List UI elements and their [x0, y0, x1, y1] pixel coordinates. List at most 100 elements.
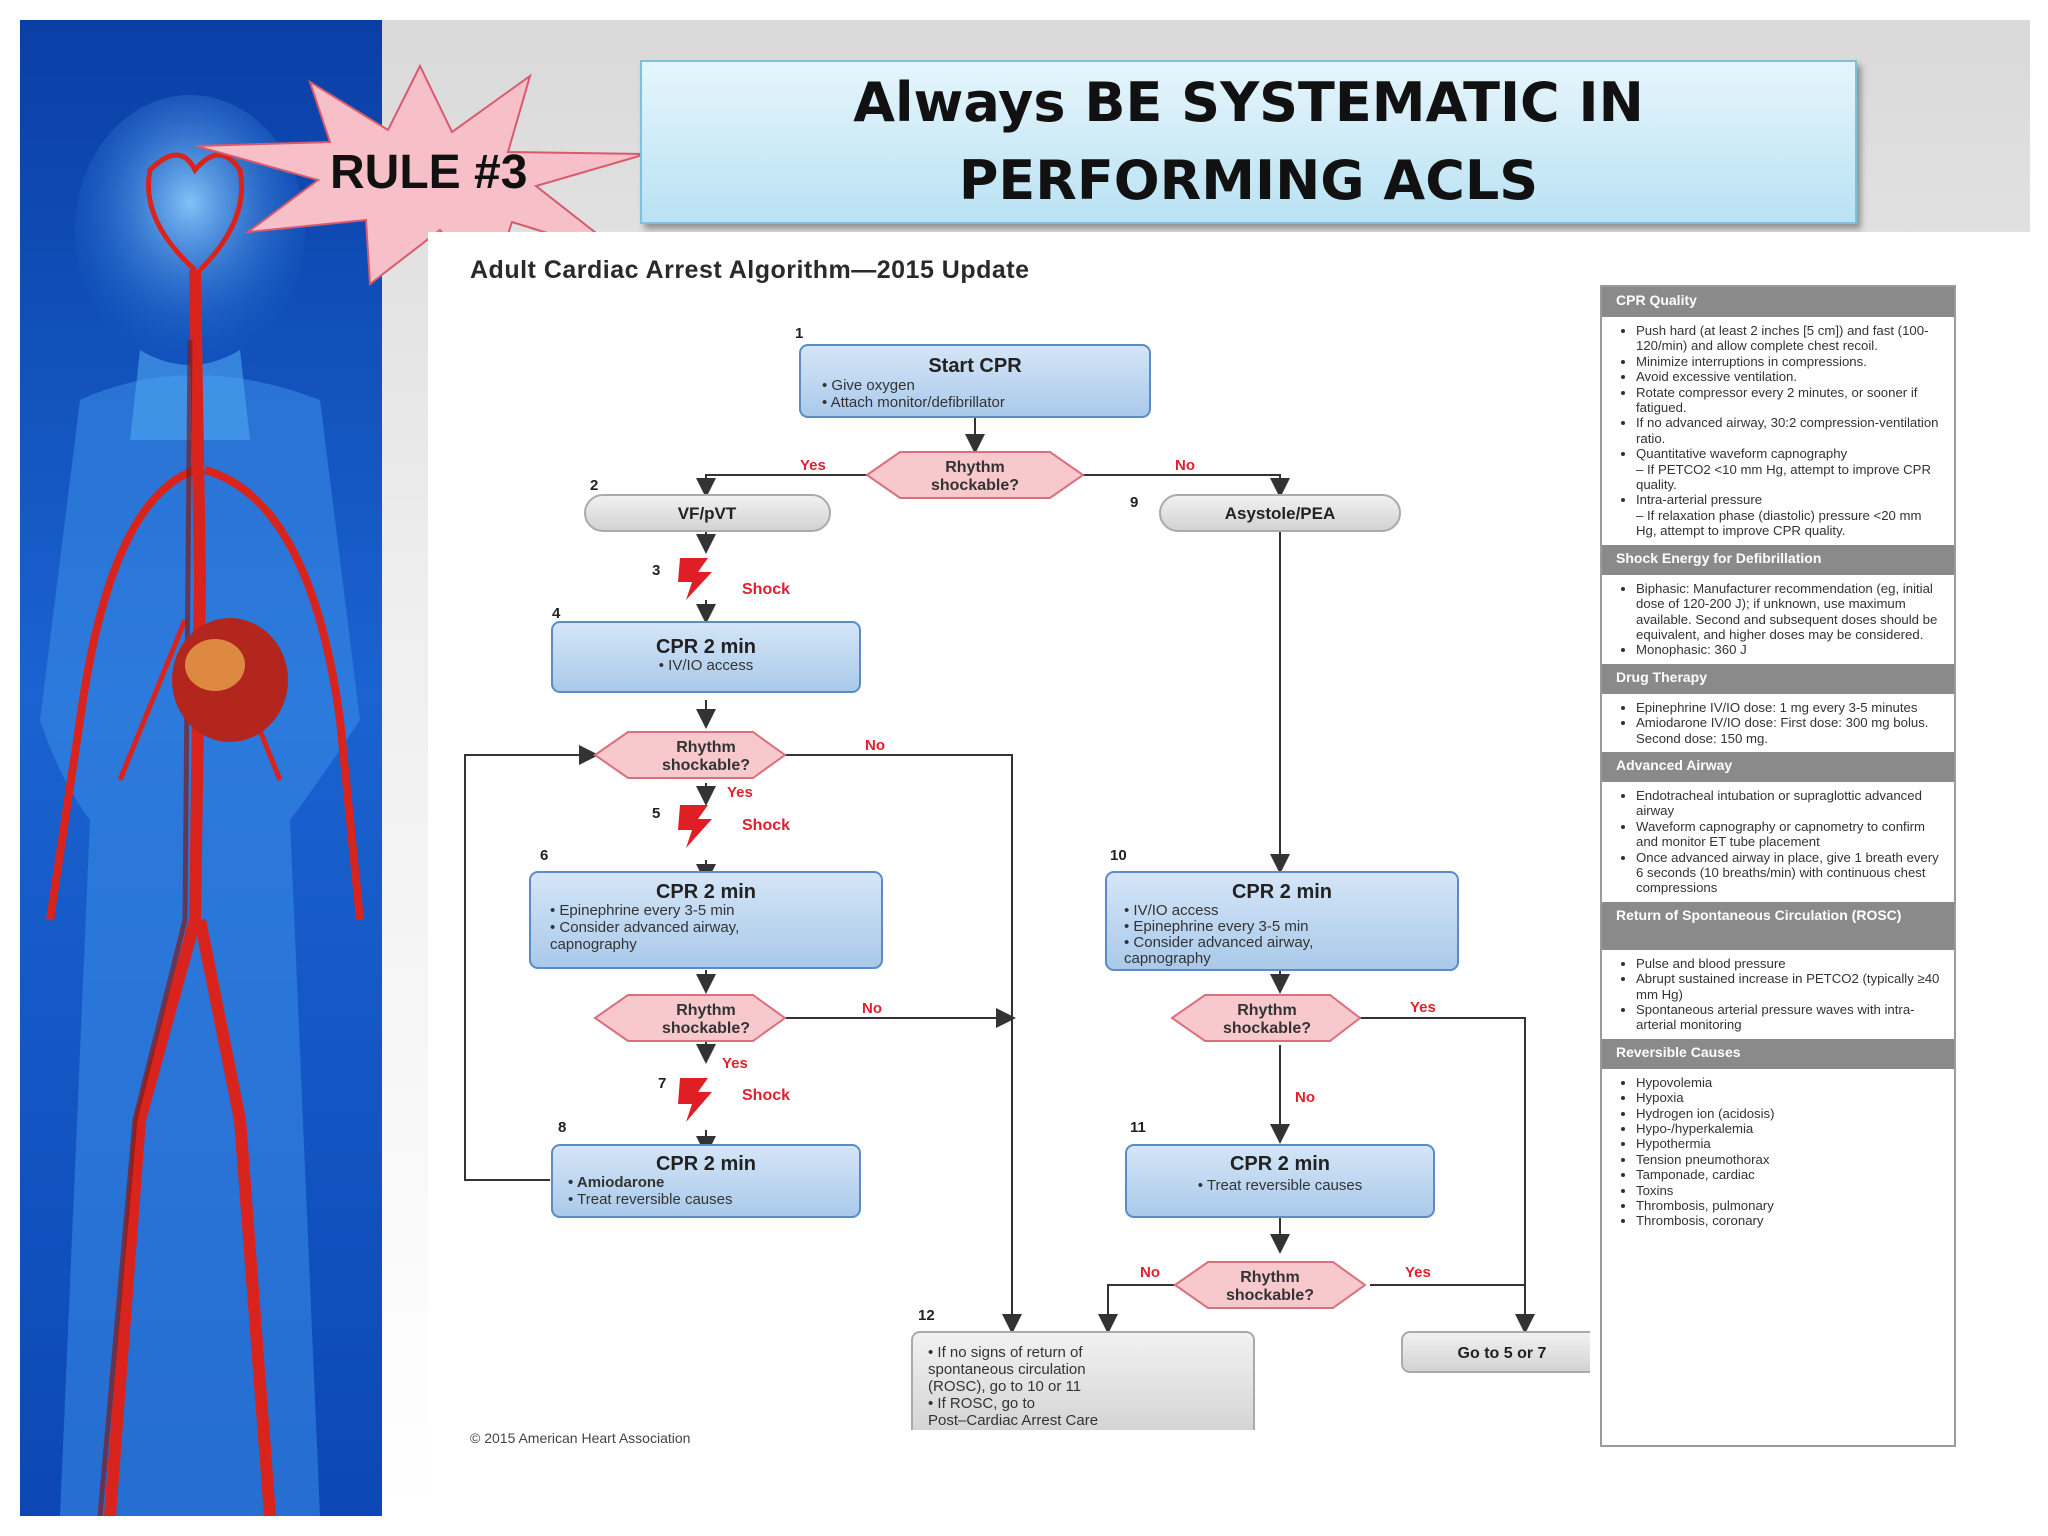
cpr-box-8: CPR 2 min • Amiodarone • Treat reversibl…	[551, 1144, 861, 1218]
decision-rhythm-3: Rhythm shockable?	[593, 994, 787, 1042]
outcome-line: • If no signs of return of	[928, 1344, 1083, 1361]
algorithm-title: Adult Cardiac Arrest Algorithm—2015 Upda…	[470, 256, 1030, 284]
list-item: Hypothermia	[1636, 1136, 1942, 1151]
yes-label: Yes	[1405, 1264, 1431, 1281]
circulatory-figure-graphic	[40, 95, 364, 1516]
outcome-line: Post–Cardiac Arrest Care	[928, 1412, 1098, 1429]
no-label: No	[1295, 1089, 1315, 1106]
cpr-title: CPR 2 min	[1232, 881, 1332, 903]
cpr-line: • Consider advanced airway,	[550, 919, 739, 936]
asystole-pea-label: Asystole/PEA	[1225, 504, 1336, 523]
list-item: If no advanced airway, 30:2 compression-…	[1636, 415, 1942, 446]
list-item: Epinephrine IV/IO dose: 1 mg every 3-5 m…	[1636, 700, 1942, 715]
step-8: 8	[558, 1119, 566, 1136]
section-header: Advanced Airway	[1602, 751, 1954, 782]
decision-label: Rhythm	[676, 739, 736, 756]
list-subitem: – If relaxation phase (diastolic) pressu…	[1636, 507, 1922, 539]
start-cpr-title: Start CPR	[928, 355, 1022, 377]
section-header: Drug Therapy	[1602, 663, 1954, 694]
algorithm-flowchart: 1 2 3 4 5 6 7 8 9 10 11 12 Start CPR • G…	[464, 325, 1590, 1430]
decision-label: shockable?	[931, 477, 1019, 494]
cpr-box-11: CPR 2 min • Treat reversible causes	[1125, 1144, 1435, 1218]
list-item: Hypovolemia	[1636, 1075, 1942, 1090]
decision-label: Rhythm	[1240, 1269, 1300, 1286]
yes-label: Yes	[1410, 999, 1436, 1016]
flow-connectors	[464, 417, 1535, 1334]
outcome-line: (ROSC), go to 10 or 11	[928, 1378, 1081, 1395]
section-header: Return of Spontaneous Circulation (ROSC)	[1602, 901, 1954, 950]
list-subitem: – If PETCO2 <10 mm Hg, attempt to improv…	[1636, 461, 1931, 493]
list-item: Biphasic: Manufacturer recommendation (e…	[1636, 581, 1942, 643]
shock-label: Shock	[742, 581, 790, 598]
decision-label: Rhythm	[676, 1002, 736, 1019]
slide-title: Always BE SYSTEMATIC IN PERFORMING ACLS	[853, 71, 1644, 212]
start-cpr-line: • Attach monitor/defibrillator	[822, 394, 1005, 411]
step-4: 4	[552, 605, 561, 622]
decision-label: Rhythm	[1237, 1002, 1297, 1019]
list-item: Hydrogen ion (acidosis)	[1636, 1106, 1942, 1121]
decision-label: shockable?	[662, 757, 750, 774]
list-item: Minimize interruptions in compressions.	[1636, 354, 1942, 369]
start-cpr-line: • Give oxygen	[822, 377, 915, 394]
title-box: Always BE SYSTEMATIC IN PERFORMING ACLS	[640, 60, 1857, 224]
list-item: Pulse and blood pressure	[1636, 956, 1942, 971]
section-header: CPR Quality	[1602, 287, 1954, 317]
list-item: Avoid excessive ventilation.	[1636, 369, 1942, 384]
decision-label: Rhythm	[945, 459, 1005, 476]
list-item: Tamponade, cardiac	[1636, 1167, 1942, 1182]
vf-pvt-label: VF/pVT	[678, 504, 737, 523]
no-label: No	[1175, 457, 1195, 474]
step-2: 2	[590, 477, 598, 494]
goto-label: Go to 5 or 7	[1458, 1345, 1547, 1362]
drug-therapy-section: Epinephrine IV/IO dose: 1 mg every 3-5 m…	[1602, 694, 1954, 752]
yes-label: Yes	[800, 457, 826, 474]
step-numbers: 1 2 3 4 5 6 7 8 9 10 11 12	[540, 325, 1146, 1324]
list-item: Toxins	[1636, 1183, 1942, 1198]
cpr-line: • IV/IO access	[659, 657, 753, 674]
starburst-shape	[195, 63, 647, 290]
reversible-causes-section: Hypovolemia Hypoxia Hydrogen ion (acidos…	[1602, 1069, 1954, 1235]
reference-panel: CPR Quality Push hard (at least 2 inches…	[1600, 285, 1956, 1447]
cpr-line: • Epinephrine every 3-5 min	[1124, 918, 1309, 935]
copyright-note: © 2015 American Heart Association	[470, 1430, 691, 1446]
section-header: Reversible Causes	[1602, 1038, 1954, 1069]
cpr-box-10: CPR 2 min • IV/IO access • Epinephrine e…	[1105, 871, 1459, 971]
rosc-section: Pulse and blood pressure Abrupt sustaine…	[1602, 950, 1954, 1039]
list-item: Once advanced airway in place, give 1 br…	[1636, 850, 1942, 896]
no-label: No	[1140, 1264, 1160, 1281]
section-header: Shock Energy for Defibrillation	[1602, 544, 1954, 575]
cpr-title: CPR 2 min	[656, 881, 756, 903]
goto-box: Go to 5 or 7	[1401, 1331, 1590, 1373]
list-item: Thrombosis, coronary	[1636, 1213, 1942, 1228]
step-9: 9	[1130, 494, 1138, 511]
cpr-line: • Epinephrine every 3-5 min	[550, 902, 735, 919]
cpr-title: CPR 2 min	[656, 1153, 756, 1175]
cpr-title: CPR 2 min	[1230, 1153, 1330, 1175]
cpr-line: capnography	[550, 936, 637, 953]
shock-bolt-3: Shock	[678, 558, 790, 600]
decision-rhythm-5: Rhythm shockable?	[1173, 1261, 1367, 1309]
decision-rhythm-1: Rhythm shockable?	[865, 451, 1085, 499]
list-item: Waveform capnography or capnometry to co…	[1636, 819, 1942, 850]
yes-label: Yes	[727, 784, 753, 801]
list-item: Monophasic: 360 J	[1636, 642, 1942, 657]
list-item: Rotate compressor every 2 minutes, or so…	[1636, 385, 1942, 416]
start-cpr-box: Start CPR • Give oxygen • Attach monitor…	[799, 344, 1151, 418]
shock-label: Shock	[742, 817, 790, 834]
list-item: Push hard (at least 2 inches [5 cm]) and…	[1636, 323, 1942, 354]
decision-label: shockable?	[662, 1020, 750, 1037]
cpr-quality-section: Push hard (at least 2 inches [5 cm]) and…	[1602, 317, 1954, 545]
asystole-pea-box: Asystole/PEA	[1159, 494, 1401, 532]
cpr-line: • Treat reversible causes	[1198, 1177, 1363, 1194]
step-7: 7	[658, 1075, 666, 1092]
outcome-line: • If ROSC, go to	[928, 1395, 1035, 1412]
list-item: Spontaneous arterial pressure waves with…	[1636, 1002, 1942, 1033]
cpr-box-4: CPR 2 min • IV/IO access	[551, 621, 861, 693]
cpr-line: • Treat reversible causes	[568, 1191, 733, 1208]
cpr-line: capnography	[1124, 950, 1211, 967]
step-10: 10	[1110, 847, 1127, 864]
no-label: No	[862, 1000, 882, 1017]
yes-label: Yes	[722, 1055, 748, 1072]
cpr-line: • Amiodarone	[568, 1174, 664, 1191]
list-item: Amiodarone IV/IO dose: First dose: 300 m…	[1636, 715, 1942, 746]
